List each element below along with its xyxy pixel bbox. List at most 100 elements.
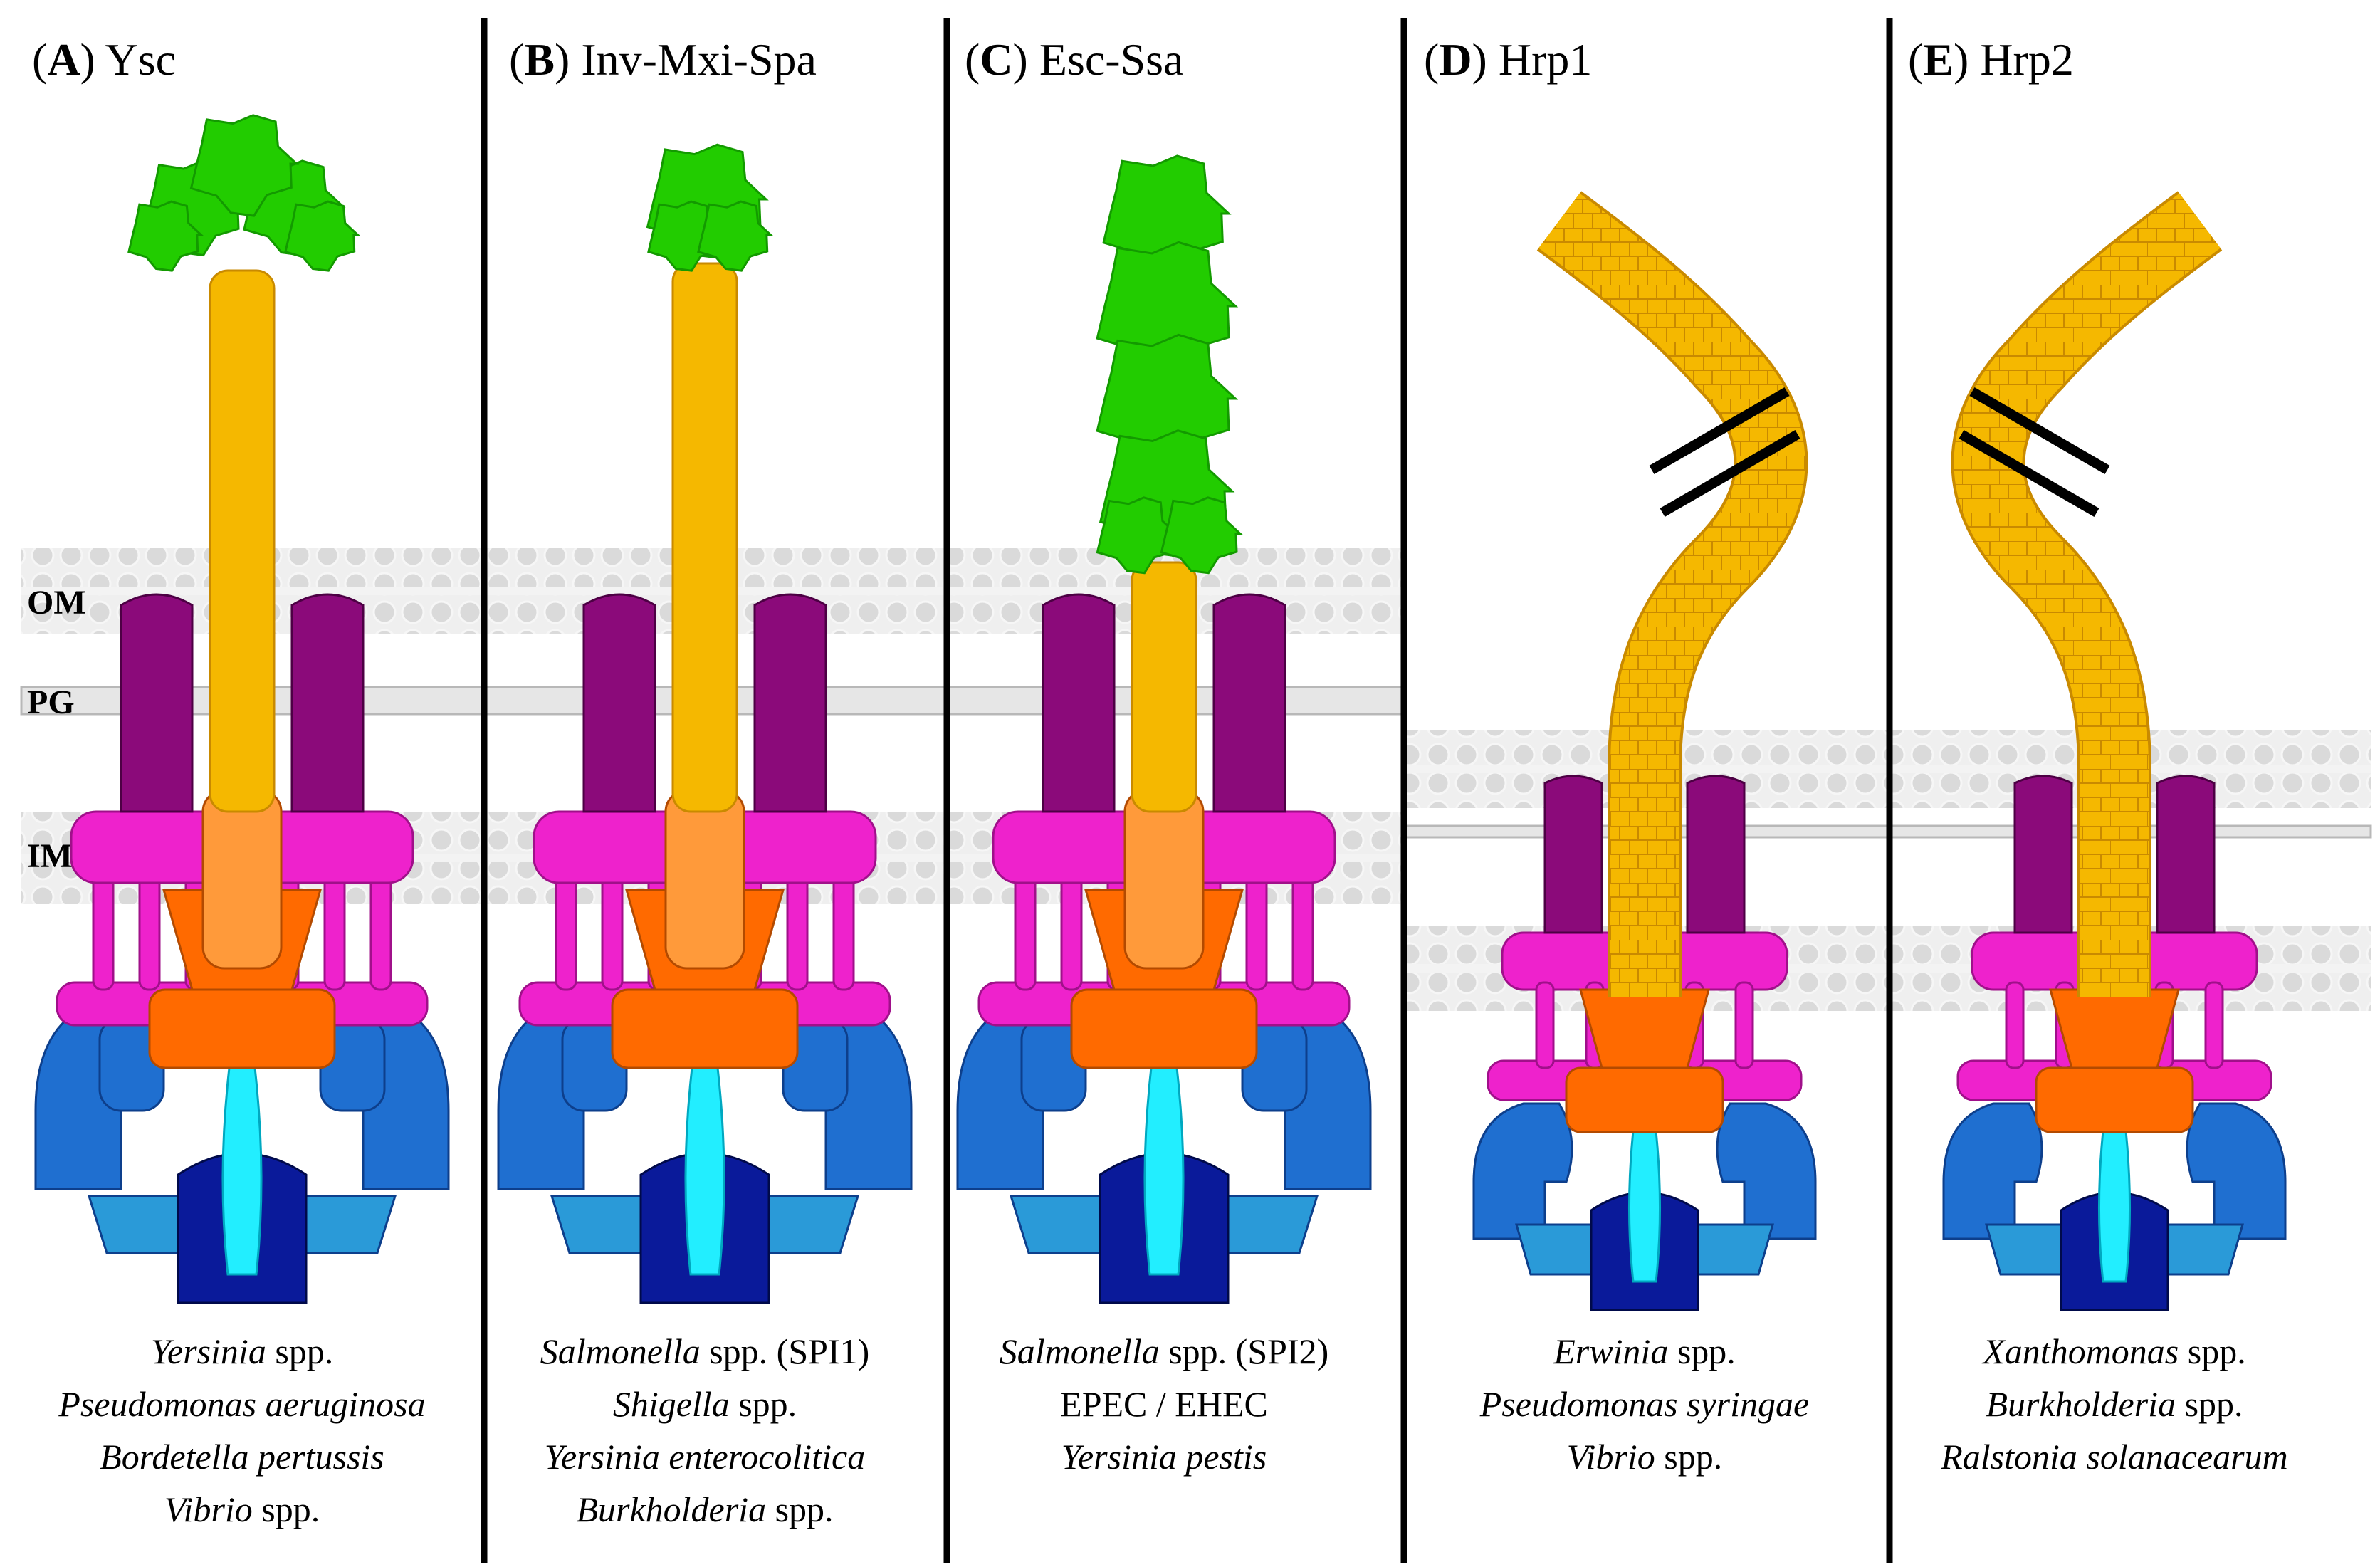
- panel-letter: D: [1439, 34, 1472, 85]
- species-name: Shigella: [613, 1384, 730, 1424]
- cytoplasmic-ring-right: [2186, 1102, 2287, 1240]
- hrp-pilus: [1538, 193, 1805, 997]
- caption-text: EPEC / EHEC: [1060, 1384, 1268, 1424]
- caption-line: Erwinia spp.: [1553, 1331, 1736, 1371]
- secretin-left: [2013, 775, 2073, 934]
- im-ring-leg: [369, 874, 392, 991]
- break-mark: [1649, 387, 1790, 475]
- tip-complex: [1096, 496, 1180, 575]
- break-mark: [1959, 429, 2099, 518]
- secretin-left: [1543, 775, 1603, 934]
- species-name: Yersinia enterocolitica: [545, 1437, 865, 1477]
- needle: [209, 269, 276, 813]
- hrp-system-hrp2: [1942, 191, 2287, 1311]
- cytoplasmic-ring-left: [1942, 1102, 2043, 1240]
- export-apparatus-base: [2035, 1066, 2194, 1133]
- im-ring-leg: [1535, 981, 1555, 1069]
- panel-letter: B: [524, 34, 555, 85]
- species-name: Burkholderia: [576, 1489, 766, 1529]
- caption-text: spp.: [266, 1331, 333, 1371]
- outer-membrane-label: OM: [27, 584, 86, 622]
- injectisome-ysc: [34, 114, 450, 1304]
- secretin-right: [1212, 593, 1286, 813]
- panel-title-a: (A) Ysc: [32, 34, 176, 85]
- im-ring-leg: [2005, 981, 2025, 1069]
- export-apparatus-base: [1070, 988, 1258, 1069]
- species-name: Pseudomonas aeruginosa: [58, 1384, 425, 1424]
- caption-text: spp.: [2179, 1331, 2245, 1371]
- tip-complex: [189, 114, 300, 217]
- hrp-pilus: [1954, 193, 2221, 997]
- species-name: Burkholderia: [1986, 1384, 2176, 1424]
- needle: [671, 262, 738, 813]
- caption-text: spp.: [1668, 1331, 1735, 1371]
- caption-text: spp.: [2176, 1384, 2243, 1424]
- panel-letter: C: [980, 34, 1012, 85]
- tip-complex: [127, 200, 204, 272]
- tip-complex: [1160, 496, 1244, 575]
- species-name: Salmonella: [540, 1331, 701, 1371]
- species-name: Yersinia pestis: [1061, 1437, 1267, 1477]
- im-ring-leg: [786, 874, 809, 991]
- caption-line: Pseudomonas syringae: [1479, 1384, 1809, 1424]
- stalk: [221, 1066, 263, 1276]
- hrp-system-hrp1: [1472, 191, 1817, 1311]
- species-name: Pseudomonas syringae: [1479, 1384, 1809, 1424]
- species-name: Yersinia: [151, 1331, 266, 1371]
- caption-text: spp.: [1655, 1437, 1722, 1477]
- break-mark: [1660, 429, 1800, 518]
- peptidoglycan-label: PG: [27, 683, 75, 721]
- species-name: Xanthomonas: [1981, 1331, 2179, 1371]
- species-name: Salmonella: [1000, 1331, 1160, 1371]
- secretin-right: [1686, 775, 1746, 934]
- im-ring-leg: [92, 874, 115, 991]
- im-ring-leg: [1734, 981, 1754, 1069]
- caption-line: Burkholderia spp.: [1986, 1384, 2243, 1424]
- species-name: Erwinia: [1553, 1331, 1668, 1371]
- panel-letter: E: [1923, 34, 1954, 85]
- im-ring-leg: [2204, 981, 2224, 1069]
- im-ring-leg: [138, 874, 161, 991]
- export-apparatus-cone: [1579, 988, 1710, 1069]
- panel-titles: (A) Ysc (B) Inv-Mxi-Spa (C) Esc-Ssa (D) Hrp…: [32, 34, 2074, 85]
- stalk: [1143, 1066, 1185, 1276]
- caption-line: Burkholderia spp.: [576, 1489, 833, 1529]
- im-ring-leg: [1245, 874, 1268, 991]
- cytoplasmic-ring-right: [1716, 1102, 1817, 1240]
- export-apparatus-base: [148, 988, 336, 1069]
- im-ring-leg: [1060, 874, 1083, 991]
- im-ring-leg: [832, 874, 855, 991]
- caption-line: Shigella spp.: [613, 1384, 797, 1424]
- im-ring-leg: [323, 874, 346, 991]
- secretin-left: [1042, 593, 1116, 813]
- im-ring-leg: [1014, 874, 1037, 991]
- caption-text: spp.: [766, 1489, 833, 1529]
- caption-text: spp.: [253, 1489, 320, 1529]
- injectisome-esc-ssa: [956, 154, 1372, 1304]
- caption-line: Yersinia enterocolitica: [545, 1437, 865, 1477]
- caption-line: Yersinia spp.: [151, 1331, 334, 1371]
- panel-letter: A: [47, 34, 80, 85]
- export-apparatus-cone: [2049, 988, 2180, 1069]
- stalk: [1627, 1116, 1662, 1283]
- secretion-complexes: [34, 114, 2287, 1311]
- inner-rod: [664, 789, 745, 970]
- panel-title-b: (B) Inv-Mxi-Spa: [509, 34, 817, 85]
- stalk: [2097, 1116, 2132, 1283]
- caption-line: Salmonella spp. (SPI2): [1000, 1331, 1329, 1371]
- secretin-right: [753, 593, 827, 813]
- secretin-right: [290, 593, 365, 813]
- panel-title-d: (D) Hrp1: [1424, 34, 1592, 85]
- panel-title-c: (C) Esc-Ssa: [965, 34, 1183, 85]
- caption-line: Xanthomonas spp.: [1981, 1331, 2245, 1371]
- species-name: Bordetella pertussis: [100, 1437, 384, 1477]
- caption-line: Vibrio spp.: [164, 1489, 320, 1529]
- tip-complex: [284, 200, 361, 272]
- im-ring-leg: [1291, 874, 1314, 991]
- caption-line: Bordetella pertussis: [100, 1437, 384, 1477]
- species-name: Vibrio: [164, 1489, 253, 1529]
- secretin-left: [582, 593, 656, 813]
- inner-membrane-label: IM: [27, 837, 73, 875]
- caption-line: Vibrio spp.: [1567, 1437, 1723, 1477]
- panel-dividers: [481, 18, 1893, 1563]
